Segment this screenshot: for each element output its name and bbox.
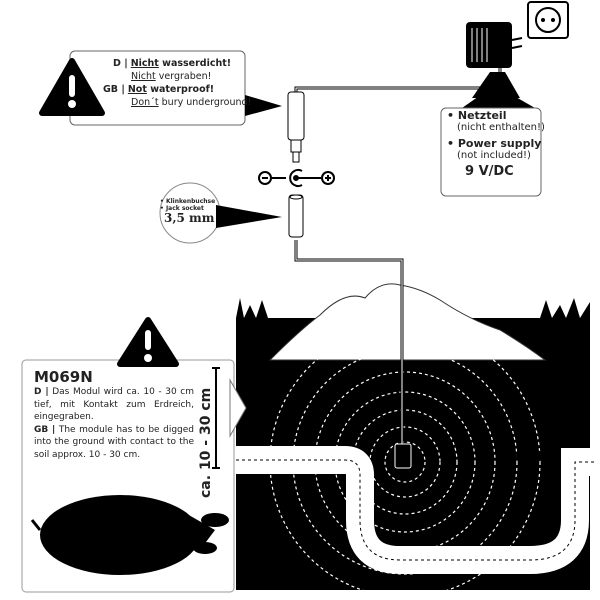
power-supply-de-title: Netzteil: [457, 109, 507, 122]
waterproof-warning-text: D | Nicht wasserdicht! Nicht vergraben! …: [103, 57, 251, 109]
module: [394, 443, 412, 469]
warning-gb-1: waterproof!: [146, 84, 215, 95]
warning-triangle-icon: [39, 58, 105, 116]
model-gb-prefix: GB |: [34, 424, 56, 435]
lang-gb: GB |: [103, 84, 125, 95]
power-supply-en-note: (not included!): [457, 150, 531, 161]
warning-de-emph: Nicht: [130, 58, 159, 69]
warning-gb-emph: Not: [127, 84, 147, 95]
warning-de-2: vergraben!: [155, 71, 212, 82]
model-description: M069N D | Das Modul wird ca. 10 - 30 cm …: [34, 368, 194, 461]
warning-triangle-icon-2: [117, 317, 179, 367]
power-supply-de-note: (nicht enthalten!): [457, 122, 545, 133]
jack-en: Jack socket: [165, 205, 204, 212]
power-adapter: [466, 22, 523, 68]
warning-gb-2: bury underground!: [158, 97, 252, 108]
small-mole: [516, 449, 544, 463]
model-name: M069N: [34, 368, 93, 386]
voltage-label: 9 V/DC: [465, 164, 514, 179]
jack-plug: [287, 91, 305, 141]
model-de-text: Das Modul wird ca. 10 - 30 cm tief, mit …: [34, 387, 194, 422]
model-gb-text: The module has to be digged into the gro…: [34, 424, 194, 460]
polarity-symbol: [258, 169, 335, 187]
jack-size: 3,5 mm: [164, 211, 215, 225]
warning-gb-emph-2: Don´t: [131, 97, 159, 108]
jack-de: Klinkenbuchse: [165, 198, 216, 205]
depth-label: ca. 10 - 30 cm: [198, 387, 214, 498]
callout-arrow: [472, 72, 520, 98]
mole-illustration: [30, 495, 229, 575]
power-supply-text: • Netzteil (nicht enthalten!) • Power su…: [447, 109, 545, 179]
warning-de-1: wasserdicht!: [158, 58, 232, 69]
depth-marker: [212, 367, 220, 469]
ground: [236, 283, 590, 590]
power-supply-box: [440, 107, 542, 197]
socket-icon: [527, 1, 569, 39]
lang-de: D |: [113, 58, 128, 69]
jack-socket: [288, 194, 304, 238]
model-de-prefix: D |: [34, 387, 49, 397]
warning-de-emph-2: Nicht: [131, 71, 156, 82]
power-supply-en-title: Power supply: [457, 137, 542, 150]
jack-text: • Klinkenbuchse • Jack socket 3,5 mm: [160, 198, 216, 225]
